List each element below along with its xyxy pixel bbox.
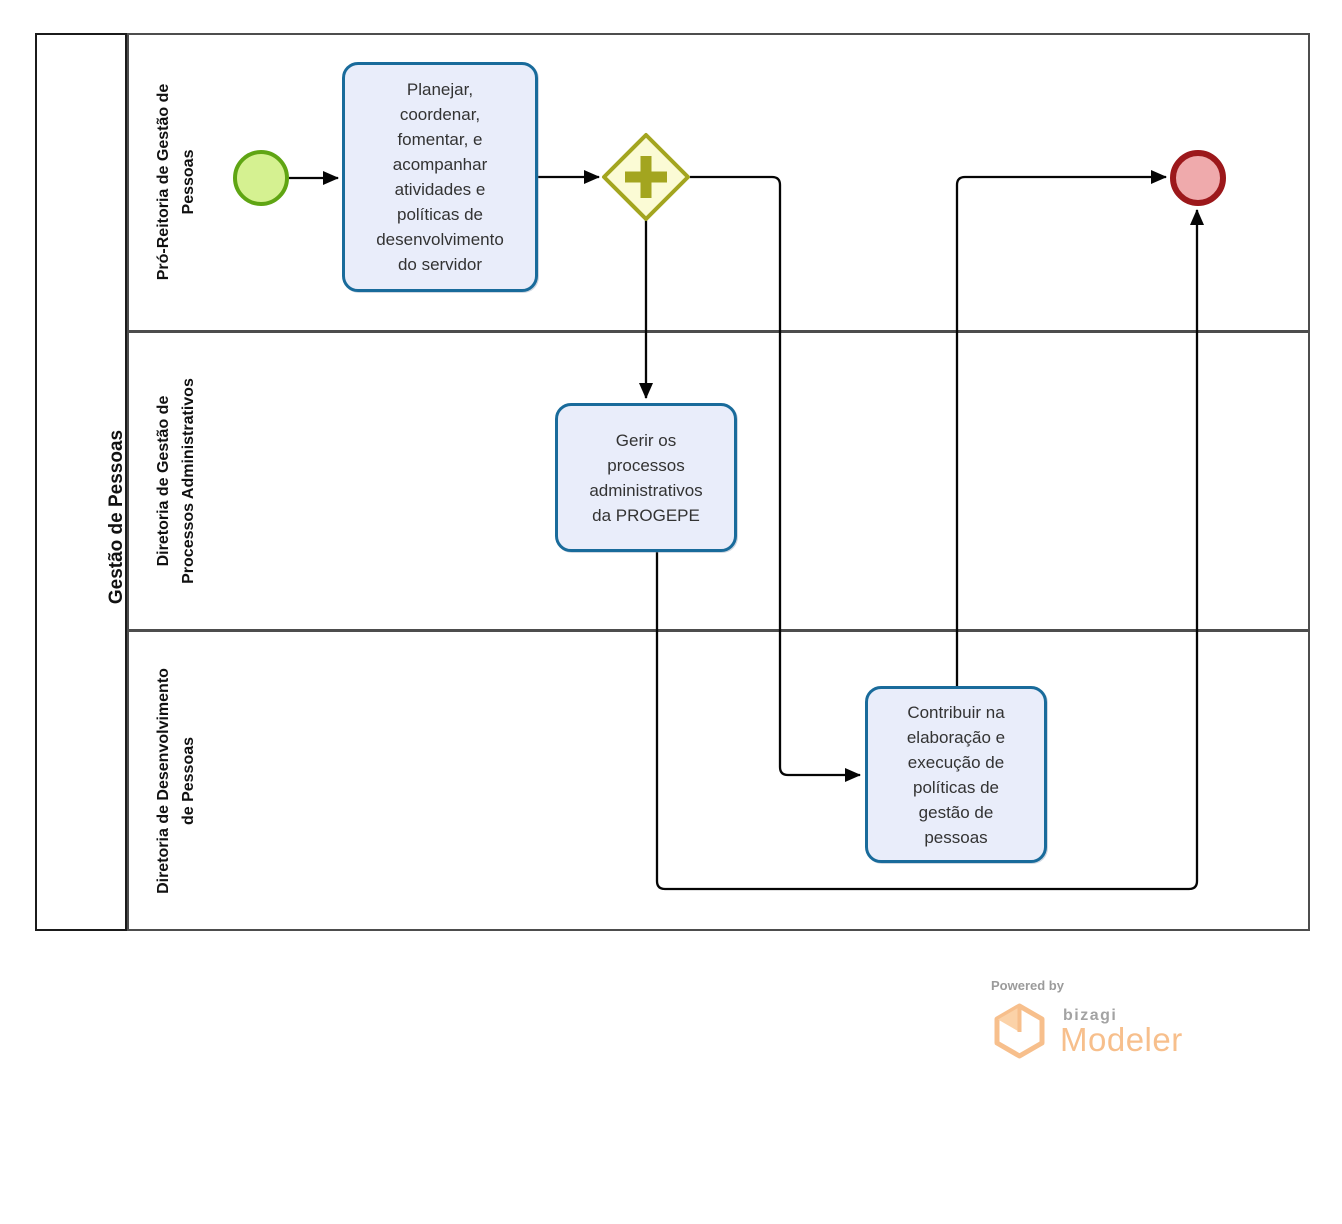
bizagi-watermark: Powered by bizagi Modeler	[985, 975, 1255, 1085]
bizagi-wordmark: bizagi	[1063, 1007, 1118, 1024]
sequence-flow-contribuir-to-end	[955, 170, 1167, 686]
plus-icon	[625, 156, 667, 198]
bizagi-logo-icon	[994, 1003, 1045, 1059]
end-event	[1170, 150, 1226, 206]
task-planejar: Planejar, coordenar, fomentar, e acompan…	[342, 62, 538, 292]
task-gerir: Gerir os processos administrativos da PR…	[555, 403, 737, 552]
task-contribuir: Contribuir na elaboração e execução de p…	[865, 686, 1047, 863]
lane-divider-2	[127, 629, 1310, 632]
pool-gestao-de-pessoas: Gestão de Pessoas	[35, 33, 127, 931]
modeler-wordmark: Modeler	[1060, 1021, 1183, 1058]
start-event	[233, 150, 289, 206]
lane-divider-1	[127, 330, 1310, 333]
powered-by-label: Powered by	[991, 978, 1064, 993]
parallel-gateway	[602, 133, 690, 221]
sequence-flow-gerir-to-end	[655, 209, 1204, 891]
sequence-flow-gateway-to-contribuir	[690, 175, 861, 782]
